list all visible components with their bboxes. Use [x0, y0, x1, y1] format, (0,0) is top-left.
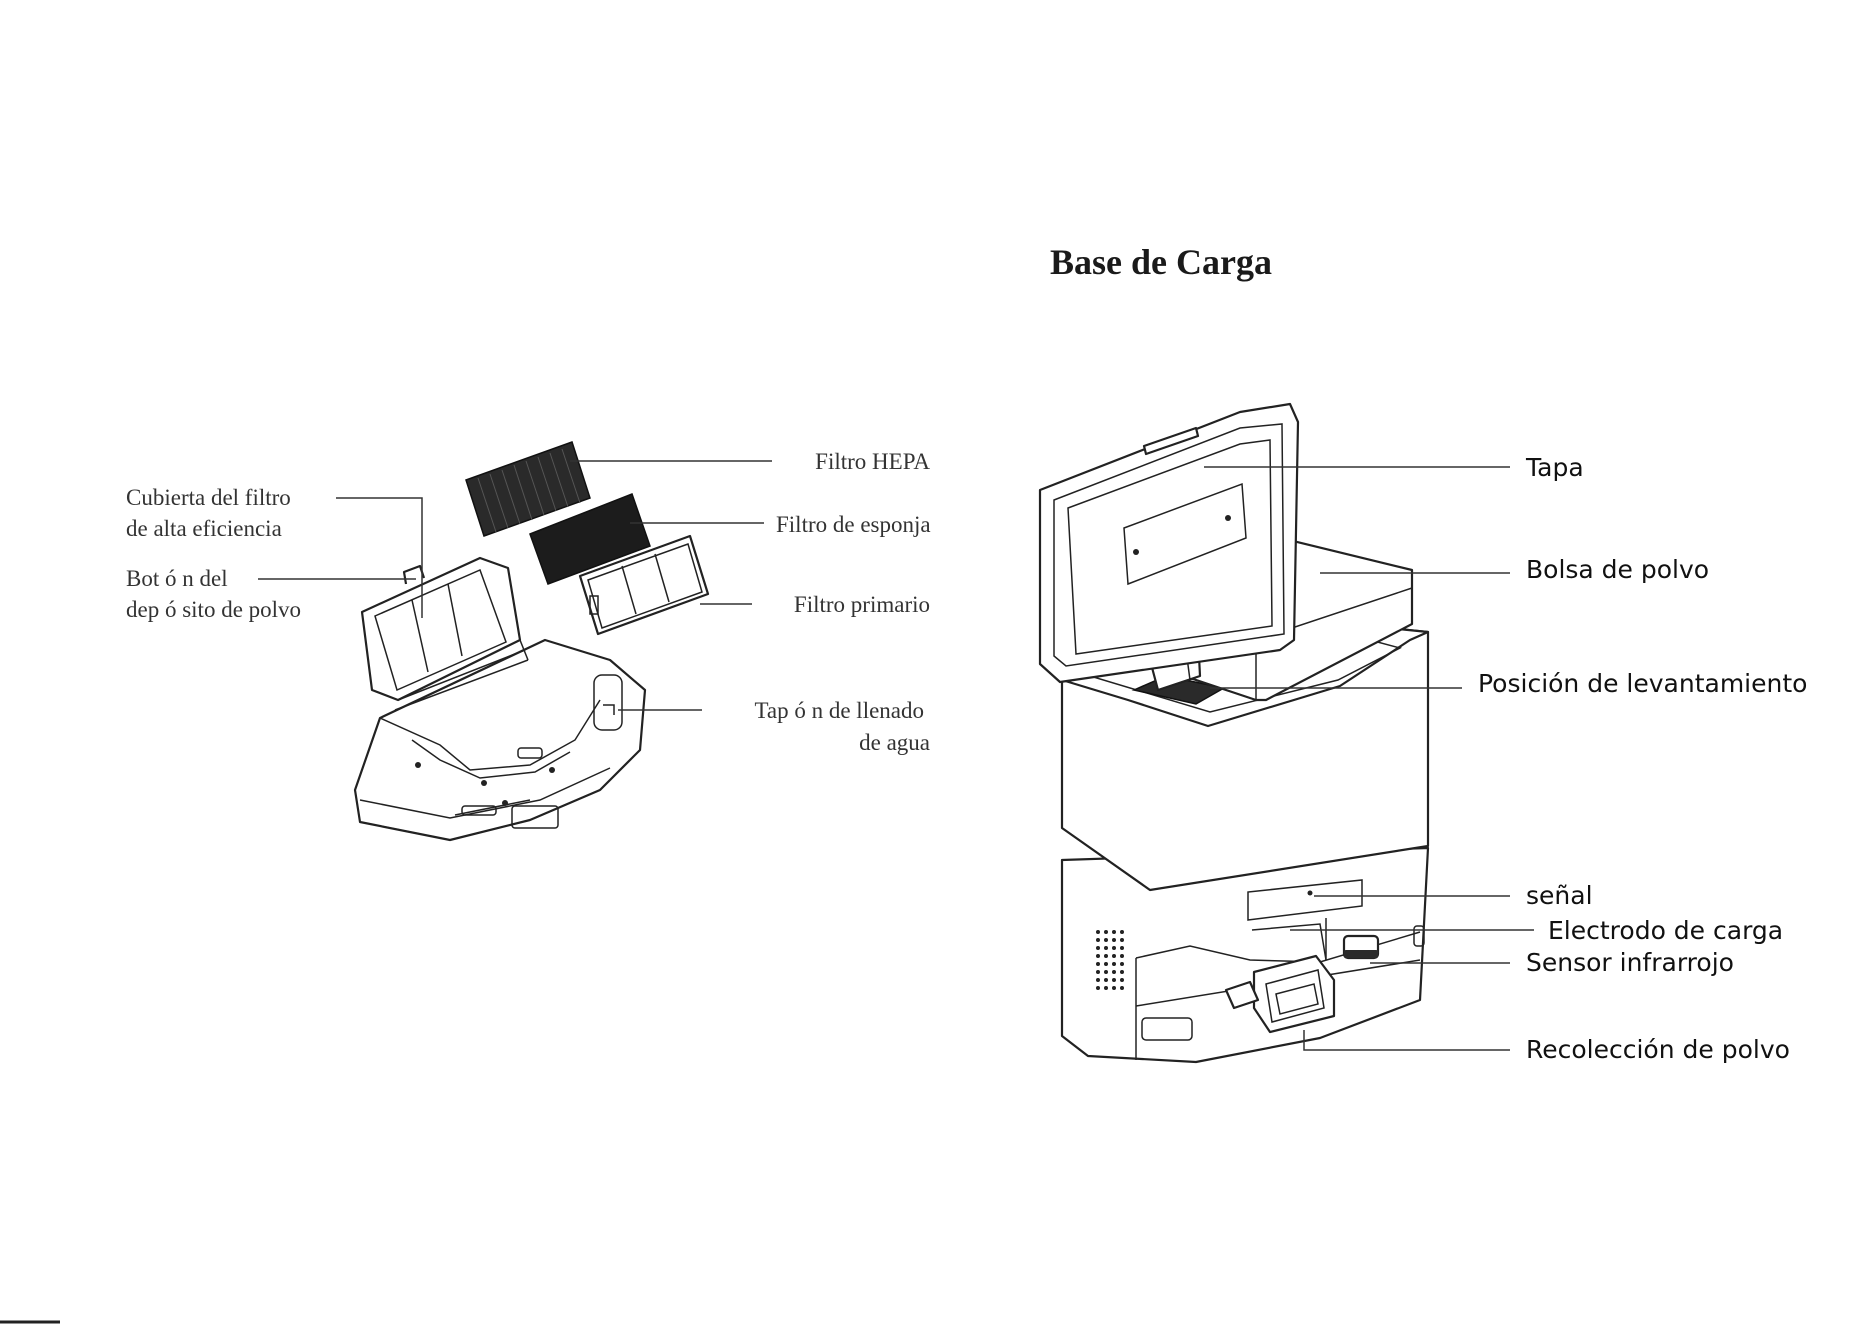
label-sponge-filter: Filtro de esponja [776, 512, 931, 537]
label-filter-cover-2: de alta eficiencia [126, 516, 282, 541]
label-bin-button-1: Bot ó n del [126, 566, 228, 591]
label-bin-button-2: dep ó sito de polvo [126, 597, 301, 622]
label-filter-cover-1: Cubierta del filtro [126, 485, 291, 510]
right-labels: Tapa Bolsa de polvo Posición de levantam… [1478, 453, 1807, 1064]
label-dust-bag: Bolsa de polvo [1526, 555, 1709, 584]
label-primary-filter: Filtro primario [794, 592, 930, 617]
label-charging-electrode: Electrodo de carga [1548, 916, 1783, 945]
label-lid: Tapa [1525, 453, 1584, 482]
label-water-cap-2: de agua [859, 730, 930, 755]
page-title: Base de Carga [1050, 242, 1272, 282]
label-water-cap-1: Tap ó n de llenado [754, 698, 924, 723]
label-signal: señal [1526, 881, 1593, 910]
charging-base-illustration [1040, 404, 1428, 1062]
label-lift-position: Posición de levantamiento [1478, 669, 1807, 698]
label-dust-collection: Recolección de polvo [1526, 1035, 1790, 1064]
label-infrared-sensor: Sensor infrarrojo [1526, 948, 1734, 977]
label-hepa-filter: Filtro HEPA [815, 449, 930, 474]
